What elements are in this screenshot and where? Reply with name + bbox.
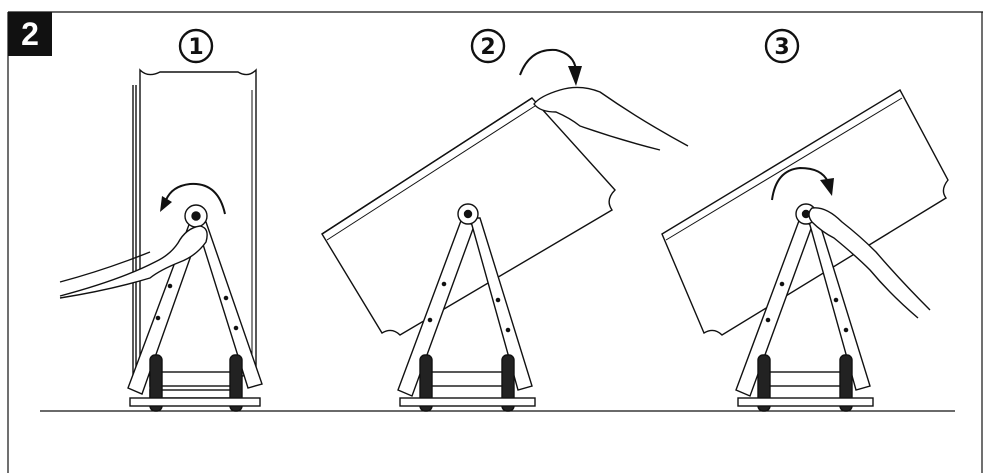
wheel-left [757, 354, 771, 412]
substep-number-2: 2 [480, 35, 495, 60]
wheel-left [149, 354, 163, 412]
arrowhead-1 [160, 196, 172, 212]
arrow-clockwise-3 [771, 166, 829, 201]
hand-arm-1 [59, 225, 208, 299]
substep-label-1: 1 [178, 28, 214, 64]
substep-label-2: 2 [470, 28, 506, 64]
hand-arm-2 [533, 86, 689, 151]
arrow-clockwise-2 [519, 48, 577, 76]
scene-2-tilted-board [321, 86, 689, 412]
wheel-right [229, 354, 243, 412]
hand-arm-3 [808, 207, 931, 319]
arrowhead-2 [568, 66, 582, 86]
wheel-right [501, 354, 515, 412]
wheel-left [419, 354, 433, 412]
scene-3-tilted-board [661, 89, 949, 412]
scene-1-upright-board [59, 68, 263, 412]
figure-border [7, 11, 983, 473]
substep-number-1: 1 [188, 35, 203, 60]
wheel-right [839, 354, 853, 412]
arrow-counter-clockwise-1 [165, 182, 226, 215]
substep-number-3: 3 [774, 35, 789, 60]
substep-label-3: 3 [764, 28, 800, 64]
arrowhead-3 [820, 178, 834, 196]
step-number-badge: 2 [8, 12, 52, 56]
